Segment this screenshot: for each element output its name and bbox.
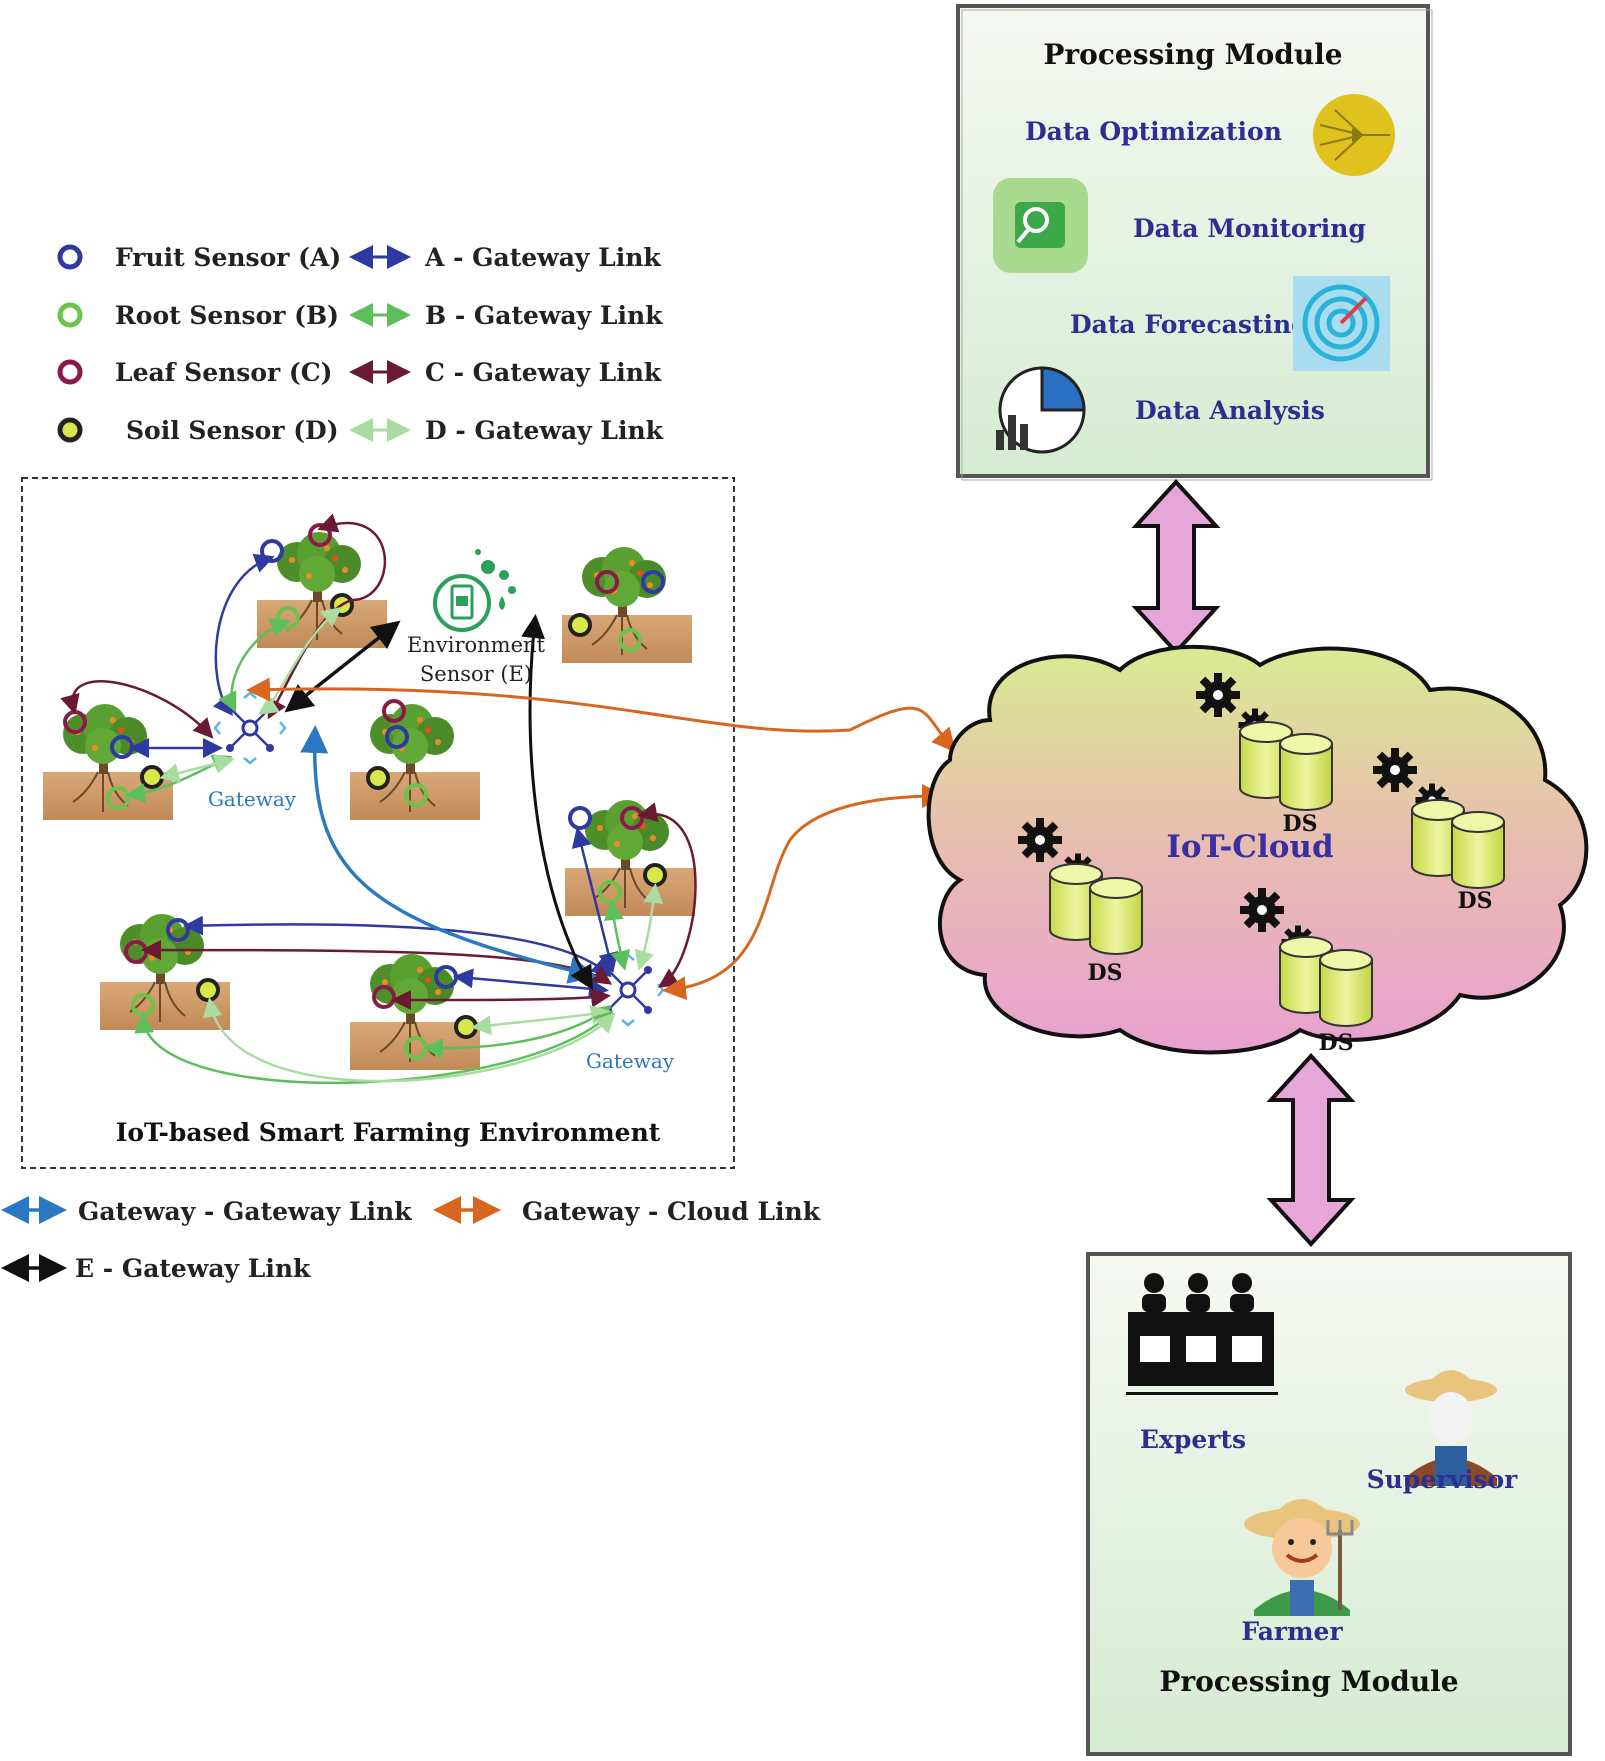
ds-label-2: DS — [1458, 888, 1493, 914]
link-legend: A - Gateway Link B - Gateway Link C - Ga… — [349, 243, 664, 445]
gateway-1-cloud-link — [246, 677, 956, 753]
data-analysis-label: Data Analysis — [1135, 396, 1325, 425]
cloud-title: IoT-Cloud — [1166, 829, 1333, 865]
gateway-label-1: Gateway — [208, 787, 297, 811]
module-cloud-arrow — [1131, 479, 1221, 655]
fruit-sensor-legend-icon — [57, 244, 83, 270]
optimization-icon — [1313, 94, 1395, 176]
ds-label-4: DS — [1319, 1030, 1354, 1056]
analysis-icon — [996, 366, 1086, 454]
gateway-label-2: Gateway — [586, 1049, 675, 1073]
legend-leaf-sensor: Leaf Sensor (C) — [115, 358, 332, 387]
data-monitoring-label: Data Monitoring — [1133, 214, 1366, 243]
sensor-legend: Fruit Sensor (A) Root Sensor (B) Leaf Se… — [57, 243, 341, 445]
supervisor-label: Supervisor — [1367, 1465, 1519, 1494]
data-forecasting-label: Data Forecasting — [1070, 310, 1309, 339]
tree-plot-1 — [256, 531, 388, 649]
farming-environment: Environment Sensor (E) Gateway Gateway — [21, 477, 735, 1169]
legend-d-link: D - Gateway Link — [425, 416, 664, 445]
legend-root-sensor: Root Sensor (B) — [115, 301, 339, 330]
data-optimization-label: Data Optimization — [1025, 117, 1282, 146]
tree-plot-4 — [349, 703, 481, 821]
environment-sensor-icon — [433, 549, 516, 632]
supervisor-icon — [1405, 1370, 1497, 1486]
experts-icon — [1126, 1273, 1278, 1395]
farmer-label: Farmer — [1241, 1617, 1343, 1646]
monitoring-icon — [993, 178, 1088, 273]
legend-a-link: A - Gateway Link — [424, 243, 661, 272]
env-sensor-label-line1: Environment — [407, 633, 546, 657]
legend-soil-sensor: Soil Sensor (D) — [126, 416, 339, 445]
root-sensor-legend-icon — [57, 302, 83, 328]
cloud-users-arrow — [1266, 1053, 1356, 1247]
iot-cloud: DS DS DS DS IoT-Cloud — [926, 644, 1589, 1056]
tree-plot-6 — [99, 913, 231, 1031]
ds-label-3: DS — [1088, 960, 1123, 986]
legend-gateway-gateway: Gateway - Gateway Link — [78, 1197, 412, 1226]
tree-plot-7 — [349, 953, 481, 1071]
farmer-icon — [1244, 1499, 1360, 1616]
link-type-legend: Gateway - Gateway Link Gateway - Cloud L… — [1, 1196, 821, 1283]
ds-label-1: DS — [1283, 811, 1318, 837]
leaf-sensor-legend-icon — [57, 359, 83, 385]
legend-b-link: B - Gateway Link — [425, 301, 663, 330]
env-sensor-label-line2: Sensor (E) — [420, 662, 532, 686]
processing-top-title: Processing Module — [1043, 38, 1342, 71]
legend-c-link: C - Gateway Link — [425, 358, 662, 387]
tree-plot-2 — [561, 546, 693, 664]
gateway-gateway-link — [300, 725, 597, 984]
processing-module-top: Processing Module Data Optimization Data… — [956, 4, 1433, 481]
experts-label: Experts — [1140, 1425, 1246, 1454]
gateway-2-cloud-link — [662, 784, 946, 1001]
processing-bottom-title: Processing Module — [1159, 1665, 1458, 1698]
processing-module-bottom: Experts Supervisor Farmer Processing Mod… — [1086, 1252, 1572, 1756]
legend-e-gateway: E - Gateway Link — [75, 1254, 311, 1283]
soil-sensor-legend-icon — [57, 417, 83, 443]
legend-gateway-cloud: Gateway - Cloud Link — [522, 1197, 821, 1226]
forecasting-icon — [1293, 276, 1390, 371]
e-gateway-2-link — [521, 614, 594, 991]
legend-fruit-sensor: Fruit Sensor (A) — [115, 243, 341, 272]
farm-title: IoT-based Smart Farming Environment — [116, 1118, 661, 1147]
farm-boundary — [21, 477, 735, 1169]
